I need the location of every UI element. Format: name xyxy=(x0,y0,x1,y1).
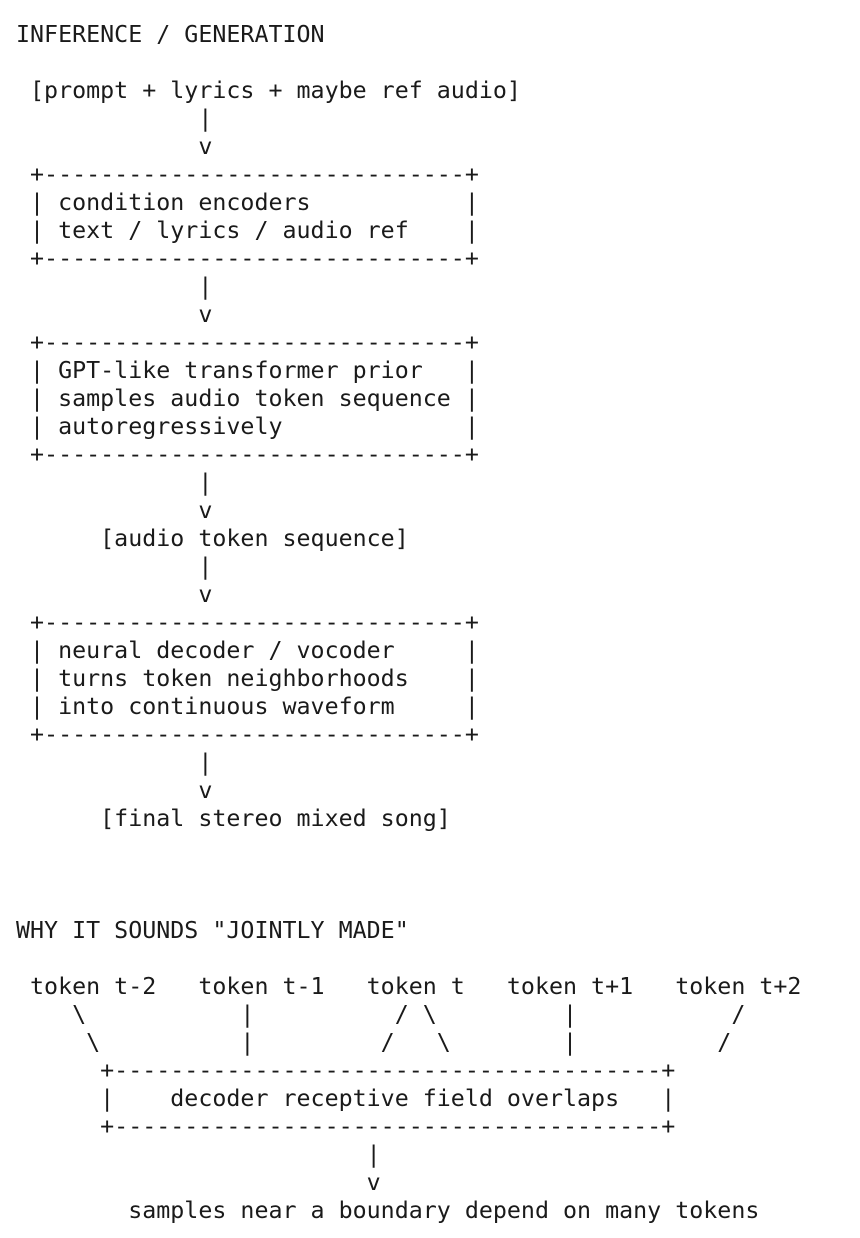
jointly-made-section: WHY IT SOUNDS "JOINTLY MADE" token t-2 t… xyxy=(16,917,860,1225)
inference-flow-diagram: [prompt + lyrics + maybe ref audio] | v … xyxy=(30,77,521,832)
receptive-field-diagram: token t-2 token t-1 token t token t+1 to… xyxy=(30,973,802,1224)
jointly-made-title: WHY IT SOUNDS "JOINTLY MADE" xyxy=(16,917,409,944)
inference-generation-section: INFERENCE / GENERATION [prompt + lyrics … xyxy=(16,21,860,833)
inference-generation-title: INFERENCE / GENERATION xyxy=(16,21,325,48)
